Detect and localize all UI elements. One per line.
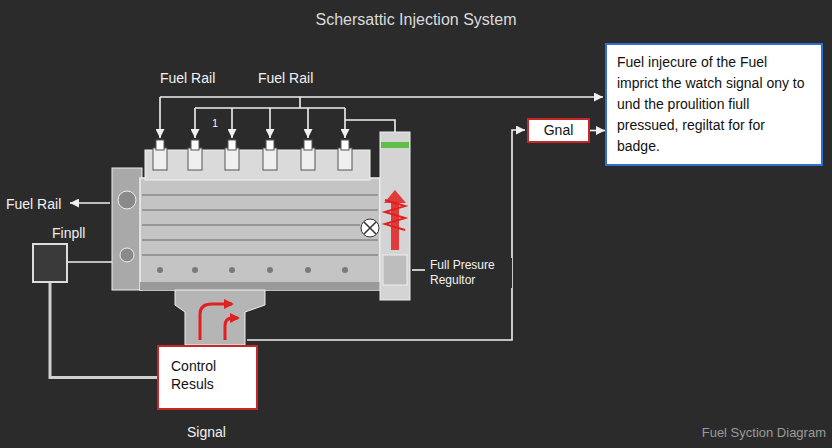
sensor-box	[32, 243, 68, 283]
rail-drop	[231, 108, 233, 138]
rib	[142, 224, 360, 225]
valve-cover	[145, 150, 370, 180]
injector	[225, 148, 239, 170]
bolt	[192, 267, 198, 273]
injectors	[153, 140, 352, 170]
injector	[188, 148, 202, 170]
diagram-caption: Fuel Syction Diagram	[702, 425, 826, 441]
pulley	[120, 248, 134, 262]
sump-rail	[140, 282, 380, 290]
part-label: Full Presure Regultor	[428, 258, 512, 288]
bolts	[157, 267, 348, 273]
rail-drop	[344, 108, 346, 138]
engine-block	[112, 140, 380, 290]
injector-cap	[341, 140, 349, 150]
bolt	[342, 267, 348, 273]
bolt	[267, 267, 273, 273]
part-label: Fuel Rail	[160, 70, 215, 86]
part-label: Fuel Rail	[258, 70, 313, 86]
node-text: Gnal	[533, 122, 584, 139]
injector	[153, 148, 167, 170]
fan-symbol	[361, 219, 379, 237]
injector-cap	[266, 140, 274, 150]
injector-cap	[228, 140, 236, 150]
rib	[142, 254, 378, 255]
pressure-regulator	[383, 255, 407, 285]
rail-drop	[194, 108, 196, 138]
block-ribs	[142, 195, 378, 255]
pump-wire	[345, 120, 395, 132]
part-label: Fuel Rail	[6, 196, 61, 212]
node-text: Control Resuls	[171, 357, 244, 393]
rail-drop	[307, 108, 309, 138]
timing-cover	[112, 168, 142, 290]
pump-body	[380, 132, 410, 300]
fan-cross	[364, 222, 376, 234]
rail-drop	[159, 97, 161, 138]
intake-duct	[175, 290, 265, 345]
signal-box: Gnal	[527, 118, 590, 143]
intake	[175, 290, 265, 345]
signal-label: Signal	[187, 424, 226, 440]
rail-link	[299, 97, 301, 108]
diagram-title: Schersattic Injection System	[0, 10, 832, 30]
injector	[338, 148, 352, 170]
node-text: Finpll	[52, 225, 85, 241]
bolt	[229, 267, 235, 273]
sensor-node: Finpll	[32, 225, 85, 283]
rail-drop	[269, 108, 271, 138]
connector	[590, 130, 605, 132]
injector-cap	[191, 140, 199, 150]
sensor-wire	[68, 261, 112, 263]
info-box: Fuel injecure of the Fuel imprict the wa…	[605, 43, 823, 166]
fuel-pump	[361, 132, 410, 300]
node-text: Fuel injecure of the Fuel imprict the wa…	[617, 52, 811, 157]
rib	[142, 194, 378, 195]
bolt	[157, 267, 163, 273]
rail-wire	[160, 96, 603, 98]
block-body	[140, 178, 380, 290]
rib	[142, 209, 378, 210]
pulley	[118, 191, 136, 209]
green-band	[381, 142, 409, 148]
flow-arrow	[384, 190, 406, 250]
injector-cap	[156, 140, 164, 150]
injector-cap	[304, 140, 312, 150]
leader-line	[412, 269, 425, 271]
rib	[142, 239, 378, 240]
injector	[263, 148, 277, 170]
fuel-rail-wires	[68, 97, 603, 340]
connector	[50, 283, 157, 378]
control-box: Control Resuls	[157, 345, 258, 410]
outlet-arrow	[70, 202, 110, 204]
injector	[301, 148, 315, 170]
bolt	[305, 267, 311, 273]
flow-arrow	[225, 318, 238, 340]
callout-number: 1	[210, 116, 220, 130]
